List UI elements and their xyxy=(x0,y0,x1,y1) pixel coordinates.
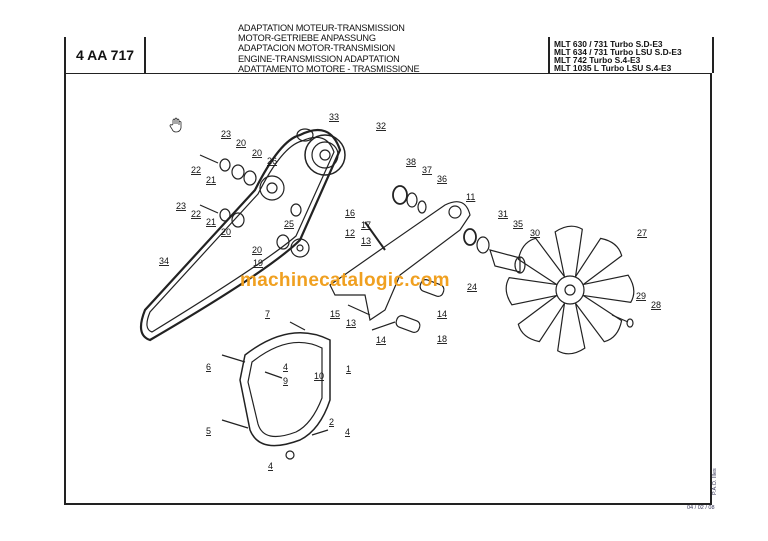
fan-blade xyxy=(517,237,566,286)
fan-blade xyxy=(582,274,635,303)
part-callout: 22 xyxy=(191,209,201,219)
part-callout: 24 xyxy=(467,282,477,292)
part-callout: 20 xyxy=(221,227,231,237)
model-list: MLT 630 / 731 Turbo S.D-E3 MLT 634 / 731… xyxy=(548,37,714,73)
model: MLT 630 / 731 Turbo S.D-E3 xyxy=(554,39,663,49)
diagram-frame xyxy=(64,73,712,505)
fan-blade xyxy=(574,237,623,286)
part-callout: 21 xyxy=(206,217,216,227)
part-callout: 12 xyxy=(345,228,355,238)
part-callout: 30 xyxy=(530,228,540,238)
fan-blade xyxy=(574,294,623,343)
part-callout: 27 xyxy=(637,228,647,238)
part-callout: 1 xyxy=(346,364,351,374)
author-credit: P.A.O. Illes xyxy=(712,468,718,495)
part-callout: 16 xyxy=(345,208,355,218)
part-callout: 19 xyxy=(253,258,263,268)
revision-date: 04 / 02 / 08 xyxy=(687,505,715,511)
part-callout: 29 xyxy=(636,291,646,301)
part-callout: 18 xyxy=(437,334,447,344)
part-callout: 34 xyxy=(159,256,169,266)
part-callout: 2 xyxy=(329,417,334,427)
tensioner-pulley xyxy=(259,175,285,201)
fan-blade xyxy=(517,294,566,343)
fan xyxy=(505,225,635,355)
title-de: MOTOR-GETRIEBE ANPASSUNG xyxy=(238,33,376,44)
model: MLT 634 / 731 Turbo LSU S.D-E3 xyxy=(554,47,682,57)
part-callout: 17 xyxy=(361,220,371,230)
fan-blade xyxy=(557,302,586,355)
section-titles: ADAPTATION MOTEUR-TRANSMISSION MOTOR-GET… xyxy=(238,23,420,74)
part-callout: 28 xyxy=(651,300,661,310)
title-it: ADATTAMENTO MOTORE - TRASMISSIONE xyxy=(238,63,420,74)
fan-blade xyxy=(554,225,583,278)
part-callout: 4 xyxy=(345,427,350,437)
part-callout: 11 xyxy=(466,192,475,202)
part-callout: 35 xyxy=(513,219,523,229)
part-callout: 23 xyxy=(176,201,186,211)
pulley xyxy=(304,134,346,176)
bracket xyxy=(329,201,471,321)
part-callout: 32 xyxy=(376,121,386,131)
part-callout: 5 xyxy=(206,426,211,436)
model: MLT 1035 L Turbo LSU S.4-E3 xyxy=(554,63,672,73)
part-callout: 9 xyxy=(283,376,288,386)
part-callout: 25 xyxy=(284,219,294,229)
part-callout: 20 xyxy=(252,148,262,158)
part-callout: 20 xyxy=(252,245,262,255)
part-callout: 10 xyxy=(314,371,324,381)
title-en: ENGINE-TRANSMISSION ADAPTATION xyxy=(238,53,400,64)
part-callout: 20 xyxy=(236,138,246,148)
part-callout: 36 xyxy=(437,174,447,184)
part-callout: 6 xyxy=(206,362,211,372)
part-callout: 33 xyxy=(329,112,339,122)
part-callout: 13 xyxy=(361,236,371,246)
part-callout: 7 xyxy=(265,309,270,319)
part-callout: 4 xyxy=(283,362,288,372)
model: MLT 742 Turbo S.4-E3 xyxy=(554,55,641,65)
cover-plate xyxy=(239,332,331,447)
belt xyxy=(139,128,342,342)
part-callout: 38 xyxy=(406,157,416,167)
part-callout: 26 xyxy=(267,156,277,166)
fan-blade xyxy=(505,277,558,306)
title-fr: ADAPTATION MOTEUR-TRANSMISSION xyxy=(238,23,405,33)
part-callout: 13 xyxy=(346,318,356,328)
watermark: machinecatalogic.com xyxy=(240,270,450,291)
part-callout: 37 xyxy=(422,165,432,175)
part-callout: 21 xyxy=(206,175,216,185)
part-callout: 14 xyxy=(376,335,386,345)
part-callout: 15 xyxy=(330,309,340,319)
part-callout: 22 xyxy=(191,165,201,175)
part-callout: 4 xyxy=(268,461,273,471)
title-es: ADAPTACION MOTOR-TRANSMISION xyxy=(238,43,395,54)
part-callout: 14 xyxy=(437,309,447,319)
part-callout: 31 xyxy=(498,209,508,219)
part-callout: 23 xyxy=(221,129,231,139)
catalog-code: 4 AA 717 xyxy=(64,37,146,73)
